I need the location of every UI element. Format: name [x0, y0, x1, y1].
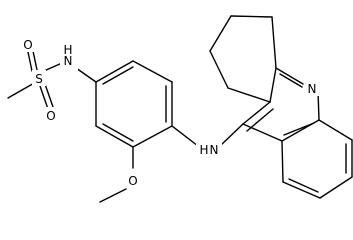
bond-central-3-inner	[279, 73, 303, 88]
bond-oxygen-methyl	[99, 188, 127, 203]
bond-cyclohexane-4	[230, 15, 273, 18]
bond-benzo-2-inner	[288, 178, 319, 193]
sulfur-label: S	[35, 72, 43, 86]
bond-central-1	[242, 101, 271, 125]
bond-benzo-5	[318, 119, 353, 141]
bond-cyclohexane-3	[209, 15, 232, 52]
bond-sulfur-oxygen-bottom-a	[39, 85, 49, 110]
bond-central-2	[269, 67, 277, 103]
bond-sulfur-oxygen-top-a	[27, 51, 33, 72]
bond-benzo-1	[281, 140, 284, 183]
bond-central-6	[242, 123, 283, 142]
oxygen-methoxy-label-group: O	[126, 172, 140, 188]
bond-ringA-1	[95, 60, 134, 83]
bond-ringA-2	[132, 60, 173, 83]
hydrogen-label: H	[199, 143, 208, 157]
hydrogen-label: H	[63, 43, 72, 57]
oxygen-methoxy-label: O	[128, 174, 137, 188]
sulfonamide-nh-label: N H	[60, 43, 78, 70]
sulfur-label-group: S	[32, 70, 46, 86]
bond-benzo-3	[319, 176, 353, 199]
nitrogen-label: N	[64, 54, 73, 68]
bond-central-5-inner	[283, 122, 315, 136]
chemical-structure-diagram: N H S O O O N H N	[7, 15, 353, 203]
atom-labels: N H S O O O N H N	[21, 36, 320, 188]
bond-nh-acridine	[219, 123, 244, 147]
nitrogen-label: N	[210, 143, 219, 157]
bond-ringA-4	[132, 125, 173, 148]
bond-central-3	[275, 67, 304, 85]
oxygen-bottom-label-group: O	[44, 107, 58, 123]
bond-ringA-5-inner	[102, 123, 134, 142]
bond-benzo-2	[282, 181, 321, 199]
bond-sulfur-oxygen-bottom-b	[44, 83, 54, 108]
oxygen-bottom-label: O	[46, 109, 55, 123]
bond-ringA-5	[95, 125, 134, 148]
ring-nitrogen-label-group: N	[304, 80, 320, 96]
bond-sulfur-oxygen-top-b	[32, 50, 38, 71]
bond-ring-nh-a	[171, 125, 199, 147]
amine-nh-label: N H	[196, 141, 222, 157]
ring-nitrogen-label: N	[308, 82, 317, 96]
bond-cyclohexane-1	[227, 87, 271, 103]
bond-cyclohexane-2	[209, 50, 229, 89]
bond-cyclohexane-5	[271, 16, 277, 69]
oxygen-top-label: O	[23, 38, 32, 52]
bonds	[7, 15, 353, 203]
bond-sulfur-nitrogen	[43, 62, 63, 72]
bond-ringA-1-inner	[102, 66, 134, 85]
oxygen-top-label-group: O	[21, 36, 35, 52]
bond-methyl-sulfur	[7, 81, 37, 99]
bond-nitrogen-ring-a	[75, 67, 97, 83]
